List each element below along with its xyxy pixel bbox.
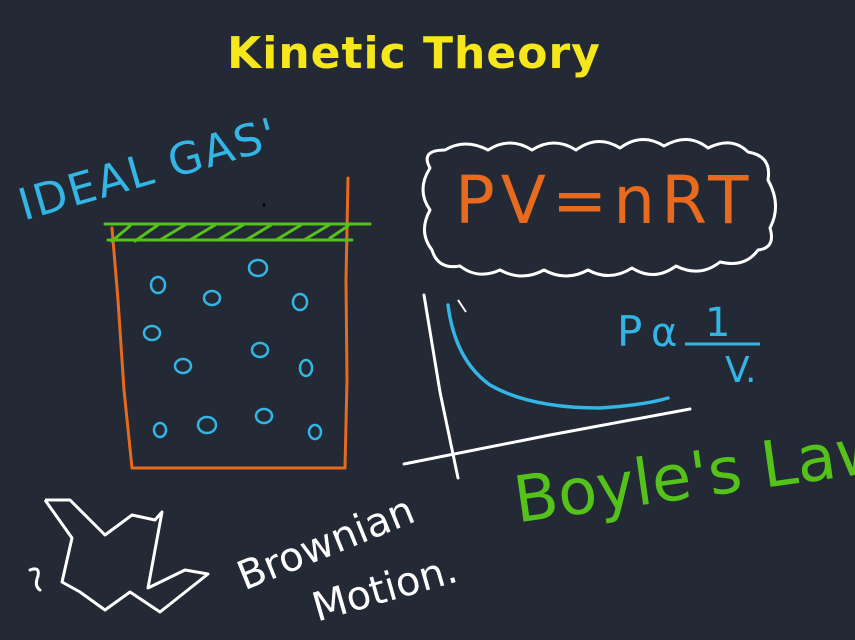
gas-molecule: [254, 407, 274, 425]
proportionality-expression: P α 1 V.: [617, 300, 760, 390]
ideal-gas-equation: PV=nRT: [455, 162, 755, 239]
gas-molecules: [142, 258, 323, 441]
cloud-outline: [421, 138, 777, 278]
gas-molecule: [149, 275, 167, 295]
fraction-numerator: 1: [705, 300, 730, 346]
gas-molecule: [307, 423, 323, 441]
gas-molecule: [298, 358, 314, 378]
pressure-volume-curve: [446, 303, 670, 410]
graph-y-axis: [422, 293, 460, 480]
brownian-path: [43, 498, 210, 614]
curve-tick: [457, 299, 467, 313]
gas-molecule: [202, 289, 222, 307]
gas-molecule: [291, 292, 309, 312]
p-symbol: P: [617, 307, 642, 356]
gas-molecule: [250, 341, 270, 359]
gas-molecule: [142, 324, 162, 342]
dot: [262, 203, 266, 207]
fraction-denominator: V.: [725, 350, 756, 390]
piston: [103, 222, 372, 243]
gas-molecule: [173, 357, 193, 375]
graph-x-axis: [402, 407, 692, 466]
brownian-squiggle: [28, 567, 42, 592]
alpha-symbol: α: [651, 310, 677, 356]
page-title: Kinetic Theory: [227, 28, 601, 79]
gas-container: [110, 176, 350, 470]
gas-molecule: [247, 258, 269, 278]
gas-molecule: [196, 415, 218, 435]
gas-molecule: [152, 421, 168, 439]
